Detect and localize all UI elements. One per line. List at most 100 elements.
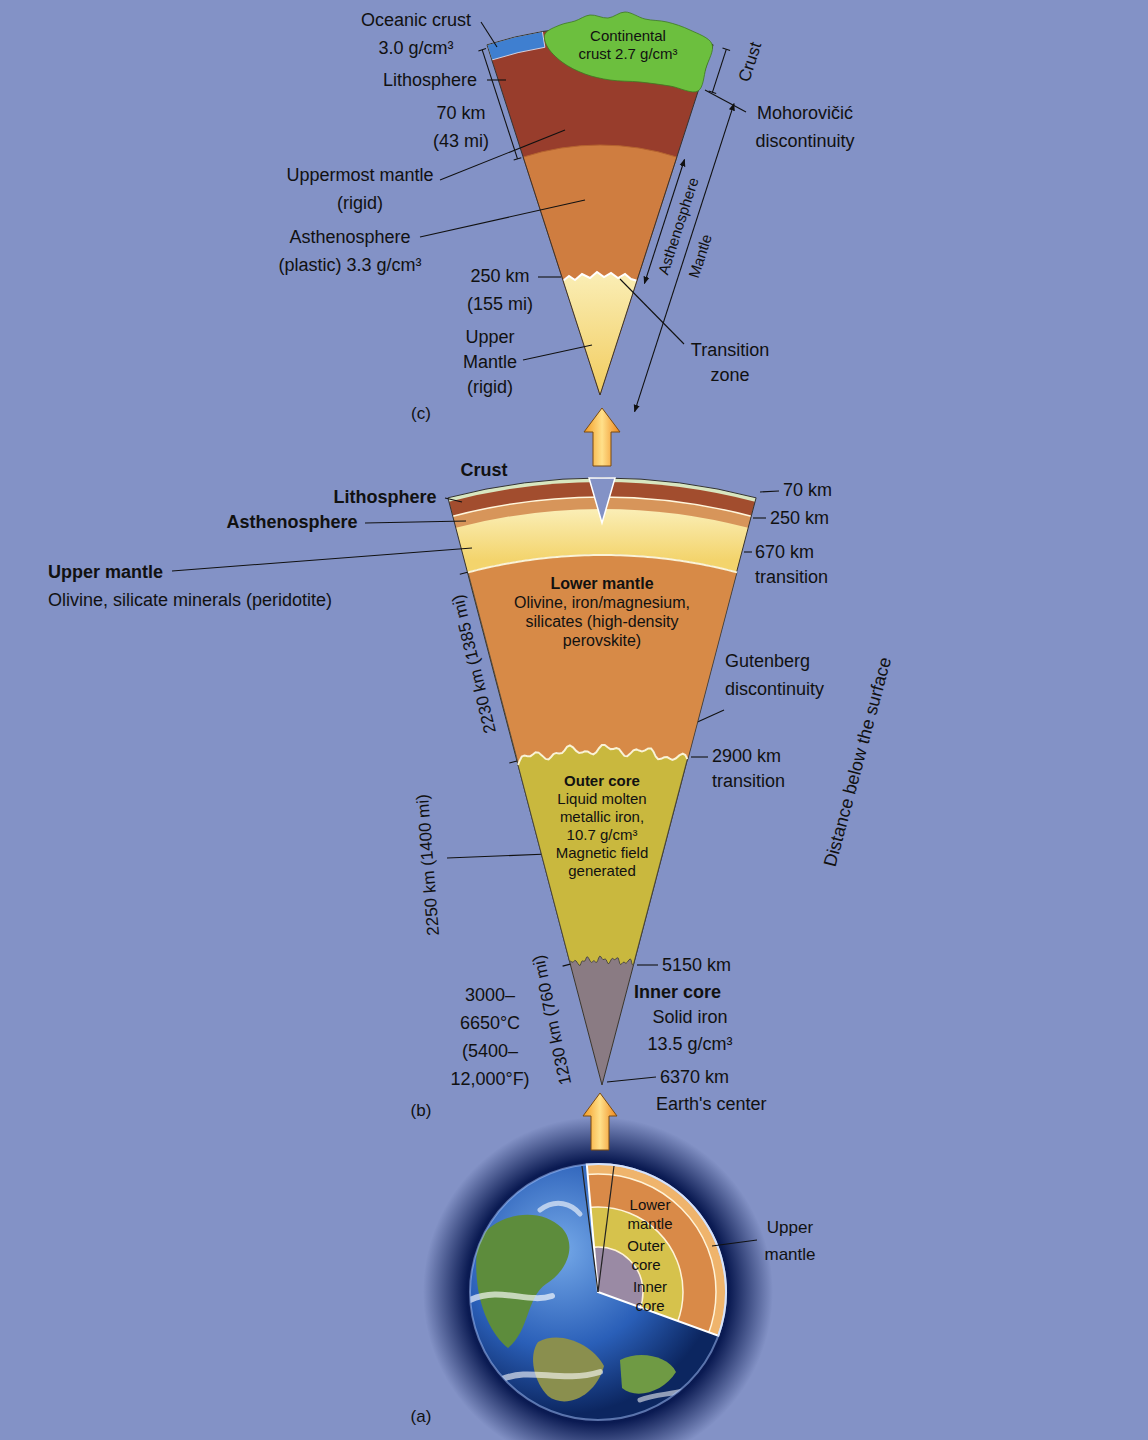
- depth-label: 70 km: [783, 479, 832, 502]
- layer-name: Lower mantle: [491, 574, 713, 593]
- layer-label: Upper mantle: [48, 561, 163, 584]
- continent: [476, 1215, 569, 1348]
- axis-label: Distance below the surface: [819, 655, 897, 870]
- layer-name: Outer core: [551, 772, 653, 790]
- cloud: [500, 1372, 600, 1380]
- layer-label: Asthenosphere (plastic) 3.3 g/cm³: [270, 223, 430, 279]
- layer-label: Outer core: [618, 1236, 674, 1274]
- band-text: Continental crust 2.7 g/cm³: [576, 27, 680, 63]
- globe-halo: [423, 1117, 773, 1440]
- layer-label: Oceanic crust 3.0 g/cm³: [349, 6, 484, 62]
- layer-label: Lower mantle: [622, 1195, 678, 1233]
- leader-line: [607, 1077, 656, 1082]
- bracket-tick: [709, 91, 717, 93]
- layer-description: Liquid molten metallic iron, 10.7 g/cm³ …: [551, 790, 653, 880]
- leader-line: [760, 491, 779, 492]
- leader-line: [481, 22, 497, 47]
- boundary-label: Transition zone: [680, 338, 780, 388]
- bracket-label: Mantle: [684, 232, 716, 281]
- wedge-line: [582, 1166, 598, 1292]
- depth-label: 2900 km transition: [712, 744, 822, 794]
- layer-label: Upper mantle: [755, 1214, 825, 1268]
- leader-line: [420, 200, 585, 237]
- leader-line: [445, 498, 462, 502]
- composition-note: Olivine, silicate minerals (peridotite): [48, 589, 332, 612]
- zoom-arrow: [584, 408, 620, 466]
- bracket-tick: [514, 158, 522, 160]
- leader-line: [523, 345, 592, 360]
- dimension-tick: [509, 761, 517, 763]
- cut-outline: [587, 1164, 726, 1336]
- leader-lines: [172, 22, 779, 1246]
- layer-description: Continental crust 2.7 g/cm³: [576, 27, 680, 63]
- thickness-label: 1230 km (760 mi): [528, 953, 576, 1087]
- layer-label: Upper Mantle (rigid): [455, 325, 525, 400]
- dimension-tick: [460, 572, 468, 574]
- upper-mantle-layer: [563, 272, 637, 395]
- leader-line: [712, 1240, 757, 1246]
- leader-line: [637, 964, 658, 965]
- temperature-note: 3000–6650°C (5400–12,000°F): [448, 981, 532, 1093]
- band-text: Outer coreLiquid molten metallic iron, 1…: [551, 772, 653, 880]
- earth-sphere: [470, 1164, 726, 1420]
- depth-label: 250 km (155 mi): [455, 262, 545, 318]
- cut-notch: [589, 478, 615, 523]
- layer-label: Inner core: [634, 981, 721, 1004]
- panel-letter: (c): [411, 403, 431, 424]
- atmosphere-rim: [470, 1164, 726, 1420]
- leader-line: [691, 756, 708, 757]
- wedge-line: [598, 1166, 614, 1292]
- leader-line: [705, 90, 746, 112]
- leader-line: [538, 276, 561, 277]
- bracket-tick: [478, 49, 486, 51]
- layer-label: Inner core: [622, 1277, 678, 1315]
- band-fill: [544, 12, 712, 92]
- leader-line: [447, 854, 548, 858]
- leader-line: [172, 548, 472, 571]
- depth-label: 6370 km: [660, 1066, 729, 1089]
- crust-band: Continental crust 2.7 g/cm³: [542, 9, 715, 94]
- layer-label: Lithosphere: [333, 486, 436, 509]
- core-band: Outer coreLiquid molten metallic iron, 1…: [515, 742, 690, 968]
- layer-label: Lithosphere: [383, 69, 477, 92]
- continent: [620, 1355, 676, 1394]
- boundary-label: Mohorovičić discontinuity: [740, 99, 870, 155]
- bracket-label: Crust: [733, 40, 765, 85]
- band-fill: [468, 555, 737, 765]
- panel-letter: (a): [411, 1406, 432, 1427]
- layer-description: Olivine, iron/magnesium, silicates (high…: [491, 593, 713, 650]
- continent: [533, 1338, 604, 1402]
- depth-label: 670 km transition: [755, 540, 865, 590]
- layer-label: Crust: [460, 459, 507, 482]
- depth-label: 5150 km: [662, 954, 731, 977]
- layer-label: Asthenosphere: [226, 511, 357, 534]
- globe: [423, 1117, 773, 1440]
- layer-label: Uppermost mantle (rigid): [275, 161, 445, 217]
- bracket-line: [712, 49, 726, 92]
- panel-letter: (b): [411, 1100, 432, 1121]
- leader-line: [487, 79, 506, 80]
- boundary-line: [518, 745, 687, 765]
- leader-line: [753, 517, 766, 518]
- band-fill: [518, 745, 687, 965]
- zoom-arrow: [583, 1093, 617, 1150]
- boundary-label: Gutenberg discontinuity: [725, 647, 850, 703]
- bracket-tick: [723, 48, 731, 50]
- depth-label: 250 km: [770, 507, 829, 530]
- mantle-band: Lower mantleOlivine, iron/magnesium, sil…: [465, 552, 740, 768]
- upper-mantle-ring: [470, 1164, 726, 1420]
- transition-line: [563, 272, 637, 281]
- asthenosphere-layer: [523, 145, 677, 395]
- leader-line: [365, 521, 466, 523]
- leader-line: [744, 551, 752, 552]
- boundary-line: [468, 555, 737, 572]
- depth-label: 70 km (43 mi): [421, 99, 501, 155]
- inner-core-layer: [567, 945, 638, 1085]
- cloud: [470, 1294, 552, 1300]
- depth-label: Earth's center: [656, 1093, 767, 1116]
- dimension-tick: [563, 964, 571, 966]
- composition-note: Solid iron 13.5 g/cm³: [635, 1004, 745, 1058]
- band-text: Lower mantleOlivine, iron/magnesium, sil…: [491, 574, 713, 650]
- thickness-label: 2250 km (1400 mi): [412, 794, 444, 937]
